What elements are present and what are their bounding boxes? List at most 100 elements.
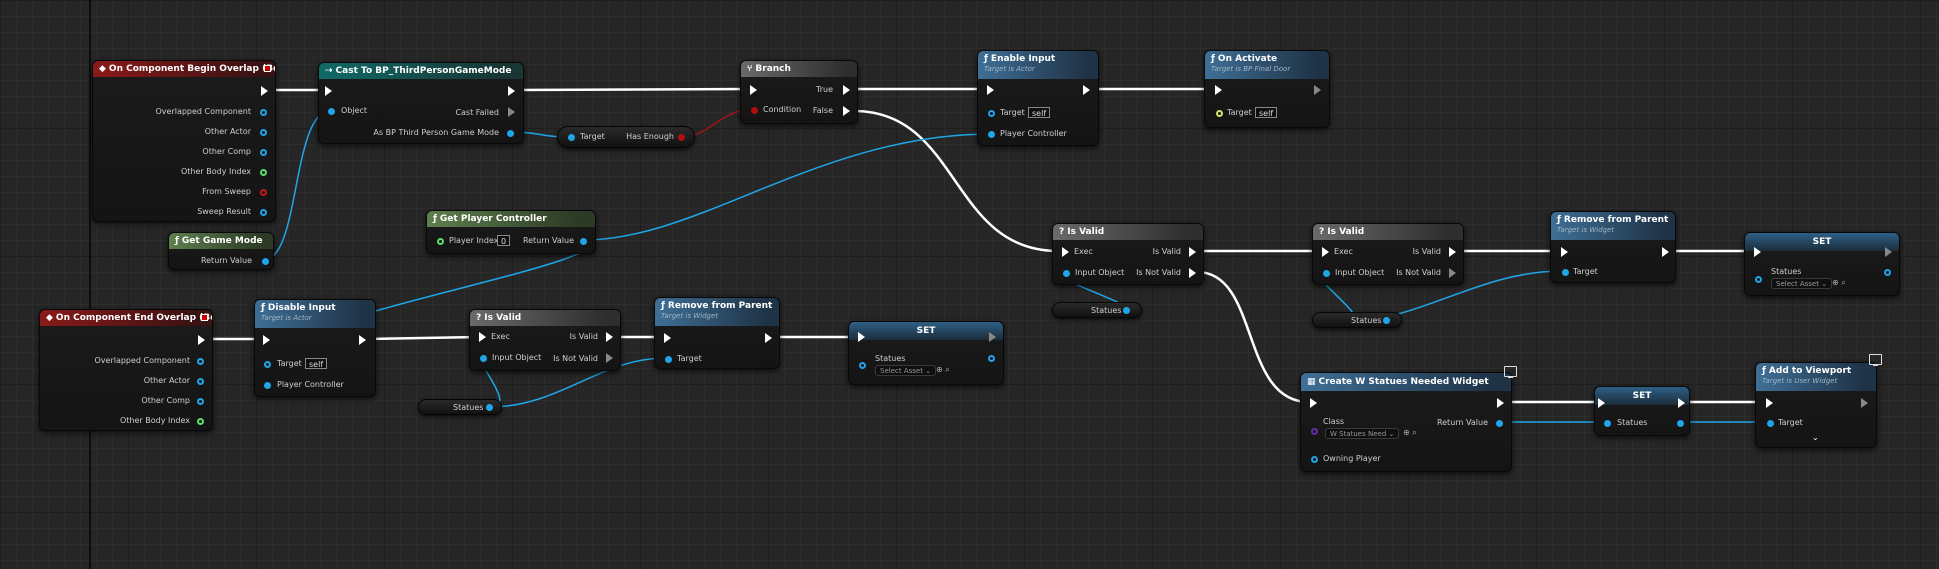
bool-in-pin[interactable] [751,107,758,114]
bool-out-pin[interactable] [678,134,685,141]
object-in-pin[interactable] [1755,276,1762,283]
exec-in-pin[interactable] [1766,398,1773,408]
exec-in-pin[interactable] [479,332,486,342]
exec-out-pin[interactable] [1083,85,1090,95]
browse-icon[interactable]: ⊕ ⌕ [1403,428,1417,437]
set-statues-node[interactable]: SET Statues Select Asset ⌄ ⊕ ⌕ [1744,232,1900,296]
exec-out-pin[interactable] [1885,247,1892,257]
exec-in-pin[interactable] [1754,247,1761,257]
cast-to-gamemode-node[interactable]: ⇢Cast To BP_ThirdPersonGameMode Object C… [318,62,524,144]
object-in-pin[interactable] [1311,456,1318,463]
object-out-pin[interactable] [1123,307,1130,314]
int-out-pin[interactable] [260,169,267,176]
struct-out-pin[interactable] [260,209,267,216]
is-valid-node[interactable]: ?Is Valid Exec Is Valid Input Object Is … [469,309,621,371]
is-valid-node[interactable]: ?Is Valid Exec Is Valid Input Object Is … [1052,223,1204,285]
exec-in-pin[interactable] [1322,247,1329,257]
exec-out-pin[interactable] [508,107,515,117]
exec-in-pin[interactable] [263,335,270,345]
object-in-pin[interactable] [1063,270,1070,277]
object-out-pin[interactable] [260,129,267,136]
object-in-pin[interactable] [859,362,866,369]
object-out-pin[interactable] [260,109,267,116]
statues-variable-getter[interactable]: Statues [1312,312,1402,328]
begin-overlap-event-node[interactable]: ◆On Component Begin Overlap (Box) Overla… [92,60,276,222]
object-out-pin[interactable] [1383,317,1390,324]
set-statues-node[interactable]: SET Statues [1594,386,1690,436]
object-in-pin[interactable] [665,356,672,363]
exec-in-pin[interactable] [325,86,332,96]
exec-in-pin[interactable] [1310,398,1317,408]
object-out-pin[interactable] [197,358,204,365]
exec-out-pin[interactable] [359,335,366,345]
object-out-pin[interactable] [260,149,267,156]
player-index-value[interactable]: 0 [497,235,511,246]
object-in-pin[interactable] [264,361,271,368]
has-enough-getter-node[interactable]: Target Has Enough [557,126,695,148]
bool-out-pin[interactable] [260,189,267,196]
object-out-pin[interactable] [580,238,587,245]
exec-out-pin[interactable] [989,332,996,342]
object-out-pin[interactable] [197,378,204,385]
object-in-pin[interactable] [988,131,995,138]
exec-out-pin[interactable] [198,335,205,345]
create-widget-node[interactable]: ▦Create W Statues Needed Widget Class W … [1300,372,1512,472]
int-out-pin[interactable] [197,418,204,425]
object-out-pin[interactable] [486,404,493,411]
object-in-pin[interactable] [1216,110,1223,117]
exec-out-pin[interactable] [1314,85,1321,95]
exec-valid-pin[interactable] [1189,247,1196,257]
object-in-pin[interactable] [1562,269,1569,276]
exec-not-valid-pin[interactable] [1449,268,1456,278]
set-statues-node[interactable]: SET Statues Select Asset ⌄ ⊕ ⌕ [848,321,1004,385]
is-valid-node[interactable]: ?Is Valid Exec Is Valid Input Object Is … [1312,223,1464,285]
exec-in-pin[interactable] [1561,247,1568,257]
exec-in-pin[interactable] [750,85,757,95]
exec-out-pin[interactable] [1861,398,1868,408]
exec-valid-pin[interactable] [606,332,613,342]
exec-false-pin[interactable] [843,106,850,116]
object-in-pin[interactable] [1604,420,1611,427]
browse-icon[interactable]: ⊕ ⌕ [936,365,950,374]
exec-in-pin[interactable] [987,85,994,95]
exec-out-pin[interactable] [1497,398,1504,408]
exec-valid-pin[interactable] [1449,247,1456,257]
object-out-pin[interactable] [1884,269,1891,276]
object-in-pin[interactable] [988,110,995,117]
exec-out-pin[interactable] [765,333,772,343]
object-out-pin[interactable] [197,398,204,405]
exec-in-pin[interactable] [1598,398,1605,408]
select-asset-dropdown[interactable]: Select Asset ⌄ [875,365,937,376]
object-in-pin[interactable] [480,355,487,362]
exec-out-pin[interactable] [1678,398,1685,408]
exec-out-pin[interactable] [261,86,268,96]
exec-out-pin[interactable] [1662,247,1669,257]
statues-variable-getter[interactable]: Statues [418,399,502,415]
object-in-pin[interactable] [568,134,575,141]
class-dropdown[interactable]: W Statues Need ⌄ [1325,428,1400,439]
exec-out-pin[interactable] [508,86,515,96]
browse-icon[interactable]: ⊕ ⌕ [1832,278,1846,287]
object-out-pin[interactable] [507,130,514,137]
exec-in-pin[interactable] [664,333,671,343]
statues-variable-getter[interactable]: Statues [1052,302,1142,318]
exec-not-valid-pin[interactable] [606,353,613,363]
object-in-pin[interactable] [1767,420,1774,427]
exec-in-pin[interactable] [1062,247,1069,257]
select-asset-dropdown[interactable]: Select Asset ⌄ [1771,278,1833,289]
class-in-pin[interactable] [1311,428,1318,435]
chevron-down-icon[interactable]: ⌄ [1812,433,1819,442]
exec-in-pin[interactable] [858,332,865,342]
object-in-pin[interactable] [328,108,335,115]
object-out-pin[interactable] [1677,420,1684,427]
int-in-pin[interactable] [437,238,444,245]
exec-not-valid-pin[interactable] [1189,268,1196,278]
